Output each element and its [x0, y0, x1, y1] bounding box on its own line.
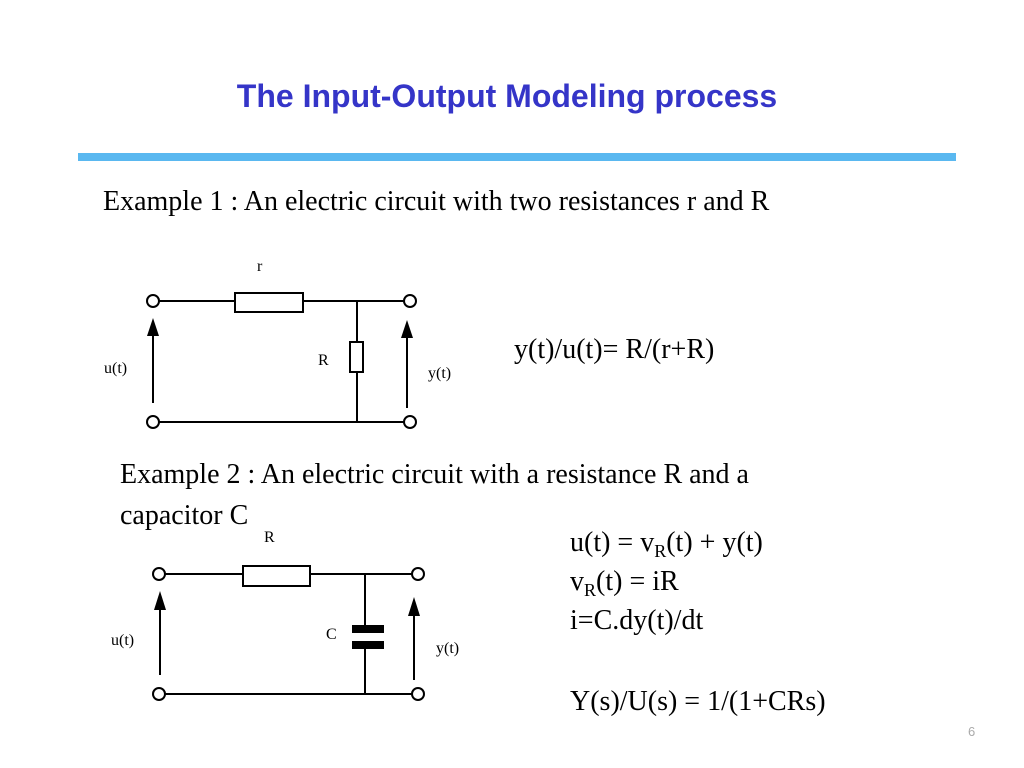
example1-equation: y(t)/u(t)= R/(r+R) [514, 334, 715, 365]
label-y: y(t) [428, 365, 452, 382]
label-y2: y(t) [436, 640, 460, 657]
eq1-part: u(t) = v [570, 527, 655, 558]
eq2-part: v [570, 566, 584, 597]
label-C: C [326, 626, 337, 643]
slide-title: The Input-Output Modeling process [236, 78, 778, 114]
eq1-part: (t) + y(t) [666, 527, 763, 558]
label-u: u(t) [104, 360, 128, 377]
eq2-part: (t) = iR [596, 566, 679, 597]
page-number: 6 [968, 724, 976, 739]
equation-3: i=C.dy(t)/dt [570, 605, 704, 636]
equation-2: vR(t) = iR [570, 566, 679, 601]
example2-heading-line2: capacitor C [120, 500, 249, 531]
circuit-2 [152, 565, 425, 701]
eq1-sub: R [654, 541, 667, 561]
label-R: R [318, 352, 329, 369]
circuit-1 [146, 292, 417, 429]
label-R2: R [264, 529, 275, 546]
eq2-sub: R [584, 580, 597, 600]
equation-1: u(t) = vR(t) + y(t) [570, 527, 763, 562]
example1-heading: Example 1 : An electric circuit with two… [103, 186, 770, 217]
example2-heading-line1: Example 2 : An electric circuit with a r… [120, 459, 749, 490]
label-u2: u(t) [111, 632, 135, 649]
equation-4: Y(s)/U(s) = 1/(1+CRs) [570, 686, 826, 717]
label-r: r [257, 258, 263, 275]
title-divider [78, 153, 956, 161]
